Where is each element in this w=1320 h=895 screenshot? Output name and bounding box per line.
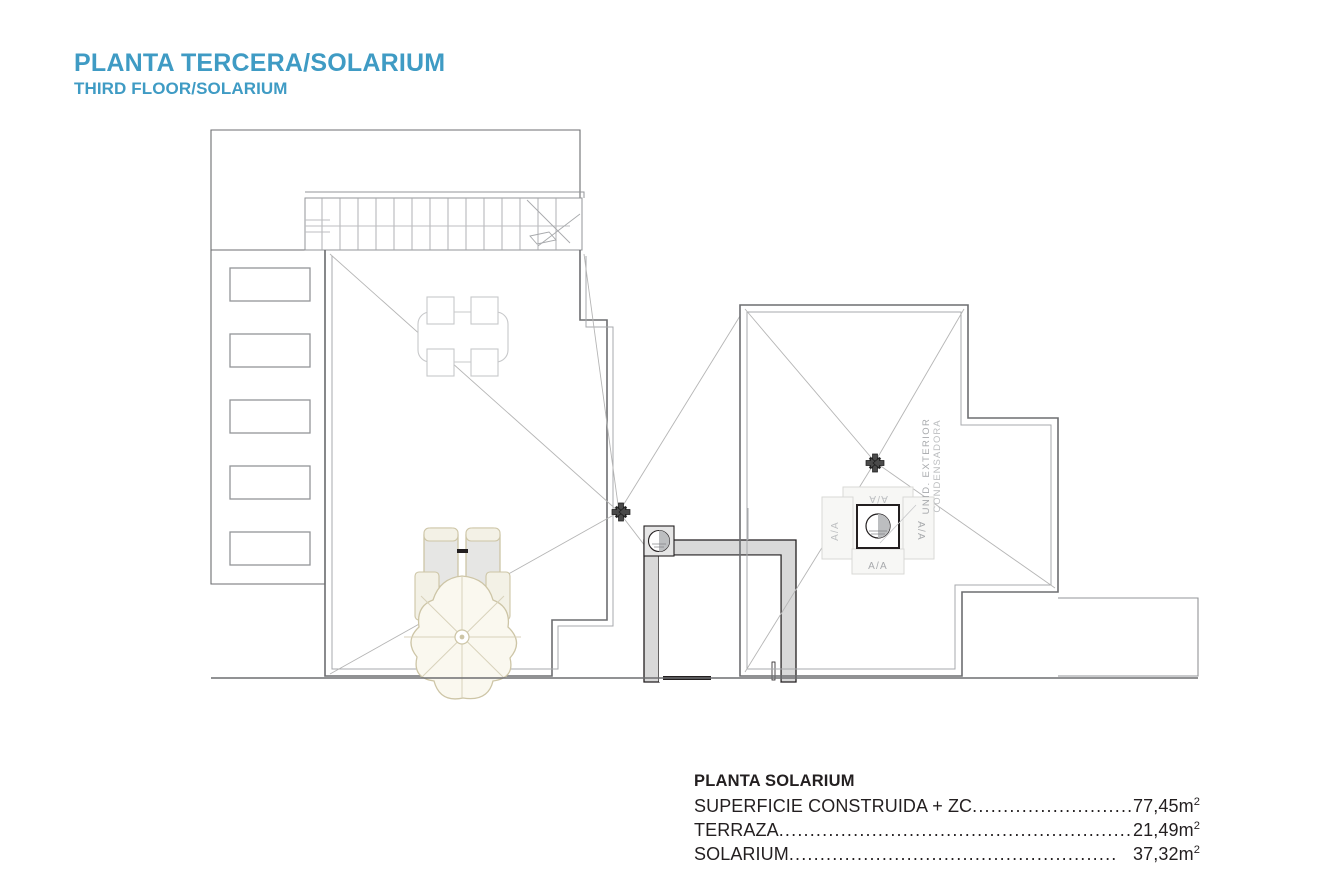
right-ledge xyxy=(1058,597,1199,677)
roof-drain-slope-symbol-right xyxy=(865,453,885,473)
area-label: SUPERFICIE CONSTRUIDA + ZC xyxy=(694,796,973,816)
stair-shaft-walls xyxy=(643,525,797,683)
area-unit-exponent: 2 xyxy=(1193,820,1200,833)
leader-dots: ........................................… xyxy=(788,844,1118,865)
dining-table-with-four-chairs xyxy=(417,296,509,377)
outdoor-unit-label-line1: UNID. EXTERIOR xyxy=(921,418,932,515)
area-schedule-row: SOLARIUM ...............................… xyxy=(694,842,1200,866)
area-value-number: 21,49m xyxy=(1133,820,1194,841)
title-block: PLANTA TERCERA/SOLARIUM THIRD FLOOR/SOLA… xyxy=(74,50,445,99)
outdoor-unit-label-line2: CONDENSADORA xyxy=(932,419,943,512)
area-value-number: 37,32m xyxy=(1133,844,1194,865)
area-schedule-row: SUPERFICIE CONSTRUIDA + ZC .............… xyxy=(694,794,1200,818)
garden-parasol xyxy=(404,575,521,700)
area-schedule-heading: PLANTA SOLARIUM xyxy=(694,772,855,790)
area-value-number: 77,45m xyxy=(1133,796,1194,816)
ac-label-bottom: A/A xyxy=(868,561,888,572)
louvre-slats xyxy=(229,267,311,566)
area-value: 77,45m2 xyxy=(1133,794,1200,818)
roof-drain-slope-symbol xyxy=(611,502,631,522)
ac-label-top: A/A xyxy=(868,493,888,504)
area-schedule-row: TERRAZA ................................… xyxy=(694,818,1200,842)
area-value: 37,32m2 xyxy=(1133,842,1200,866)
solarium-outline xyxy=(739,304,1059,677)
outdoor-unit-annotation: UNID. EXTERIOR CONDENSADORA xyxy=(879,418,943,544)
leader-dots: ........................................… xyxy=(778,820,1134,841)
leader-dots: ............................... xyxy=(972,796,1134,816)
terrace-outline-inner xyxy=(331,256,614,670)
terrace-outline xyxy=(324,250,608,677)
area-unit-exponent: 2 xyxy=(1193,796,1200,808)
page-subtitle: THIRD FLOOR/SOLARIUM xyxy=(74,79,288,98)
staircase xyxy=(304,191,585,251)
area-schedule: PLANTA SOLARIUM SUPERFICIE CONSTRUIDA + … xyxy=(694,772,1200,866)
ac-label-right: A/A xyxy=(915,521,926,541)
area-unit-exponent: 2 xyxy=(1193,844,1200,857)
area-label: SOLARIUM xyxy=(694,844,789,865)
page-title: PLANTA TERCERA/SOLARIUM xyxy=(74,49,446,77)
outdoor-ac-unit: A/A A/A A/A A/A xyxy=(821,486,935,575)
ac-label-left: A/A xyxy=(830,521,841,541)
area-label: TERRAZA xyxy=(694,820,779,841)
area-value: 21,49m2 xyxy=(1133,818,1200,842)
